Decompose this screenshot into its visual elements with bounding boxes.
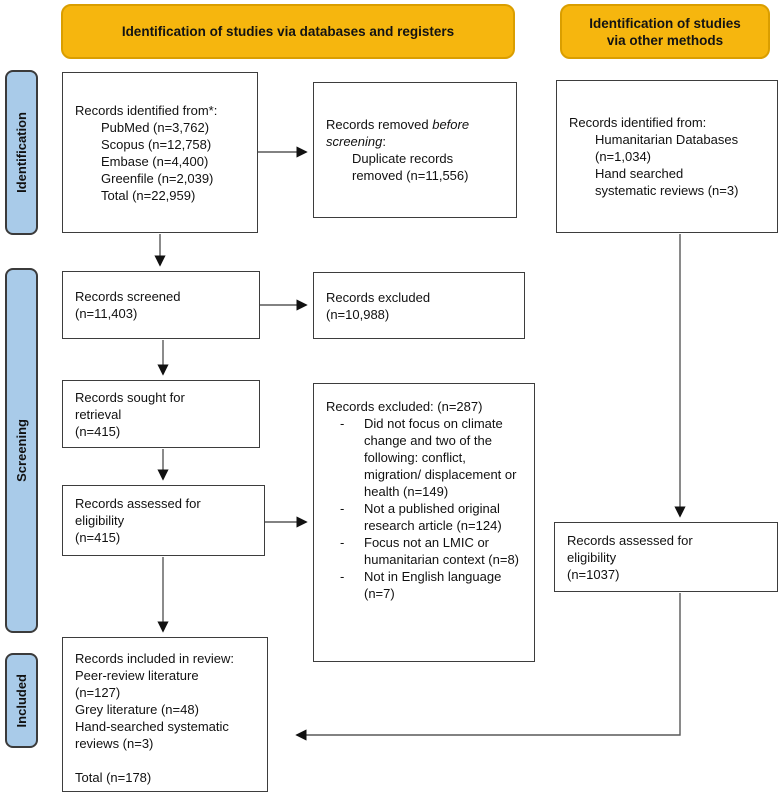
stage-bar-identification: Identification bbox=[5, 70, 38, 235]
text-line: Records included in review: bbox=[75, 651, 234, 666]
text-line: Identification of studies bbox=[589, 15, 741, 31]
text-line: Hand searched bbox=[595, 166, 684, 181]
stage-label-included: Included bbox=[14, 673, 29, 728]
text-line: Records excluded: (n=287) bbox=[326, 399, 483, 414]
stage-label-identification: Identification bbox=[14, 112, 29, 193]
text-line: eligibility bbox=[567, 549, 617, 565]
header-databases-registers-label: Identification of studies via databases … bbox=[121, 24, 455, 39]
text-line: Duplicate records bbox=[352, 151, 454, 166]
stage-bar-screening: Screening bbox=[5, 268, 38, 633]
text-line: Records identified from*: bbox=[75, 102, 218, 118]
text-line: (n=127) bbox=[75, 685, 121, 700]
text-line: (n=11,403) bbox=[75, 306, 138, 321]
text-line: Focus not an LMIC or humanitarian contex… bbox=[326, 534, 524, 568]
text-line: Records assessed for bbox=[567, 532, 693, 548]
stage-label-screening: Screening bbox=[14, 419, 29, 482]
text-line: Embase (n=4,400) bbox=[101, 153, 209, 169]
text-line: Records screened bbox=[75, 289, 181, 304]
text-line: reviews (n=3) bbox=[75, 736, 154, 751]
text-line: Total (n=178) bbox=[75, 770, 152, 785]
text-line: eligibility bbox=[75, 513, 125, 528]
text-line: Did not focus on climate change and two … bbox=[326, 415, 524, 500]
box-records-removed-before-screening: Records removed before screening: Duplicat… bbox=[313, 82, 517, 218]
text-line: Grey literature (n=48) bbox=[75, 702, 199, 717]
box-records-excluded: Records excluded(n=10,988) bbox=[313, 272, 525, 339]
stage-bar-included: Included bbox=[5, 653, 38, 748]
box-records-screened: Records screened (n=11,403) bbox=[62, 271, 260, 339]
text-line: Total (n=22,959) bbox=[101, 187, 196, 203]
text-line: Humanitarian Databases bbox=[595, 132, 739, 147]
text-line: Peer-review literature bbox=[75, 668, 199, 683]
text-line: Not in English language (n=7) bbox=[326, 568, 524, 602]
text-line: removed (n=11,556) bbox=[352, 168, 469, 183]
text-line: (n=1,034) bbox=[595, 149, 652, 164]
text-line: Records removed before bbox=[326, 117, 470, 132]
box-records-identified-databases: Records identified from*:PubMed (n=3,762… bbox=[62, 72, 258, 233]
text-line: Records sought for bbox=[75, 389, 185, 405]
text-line: (n=415) bbox=[75, 423, 121, 439]
text-line: Records assessed for bbox=[75, 496, 201, 511]
text-line: Hand-searched systematic bbox=[75, 719, 229, 734]
text-line: retrieval bbox=[75, 406, 122, 422]
text-line: (n=10,988) bbox=[326, 306, 390, 322]
box-exclusion-reasons: Records excluded: (n=287)Did not focus o… bbox=[313, 383, 535, 662]
box-records-assessed-eligibility: Records assessed for eligibility (n=415) bbox=[62, 485, 265, 556]
text-line: Greenfile (n=2,039) bbox=[101, 170, 214, 186]
header-databases-registers: Identification of studies via databases … bbox=[61, 4, 515, 59]
text-line: Records excluded bbox=[326, 289, 431, 305]
text-line: via other methods bbox=[606, 32, 724, 48]
text-line: screening: bbox=[326, 134, 386, 149]
text-line bbox=[75, 752, 257, 769]
text-line: (n=1037) bbox=[567, 566, 620, 582]
text-line: (n=415) bbox=[75, 530, 121, 545]
text-line: PubMed (n=3,762) bbox=[101, 119, 210, 135]
text-line: Records identified from: bbox=[569, 115, 707, 130]
box-records-included-review: Records included in review: Peer-review l… bbox=[62, 637, 268, 792]
box-records-identified-other-methods: Records identified from: Humanitarian Dat… bbox=[556, 80, 778, 233]
text-line: Not a published original research articl… bbox=[326, 500, 524, 534]
text-line: systematic reviews (n=3) bbox=[595, 183, 739, 198]
text-line: Scopus (n=12,758) bbox=[101, 136, 212, 152]
